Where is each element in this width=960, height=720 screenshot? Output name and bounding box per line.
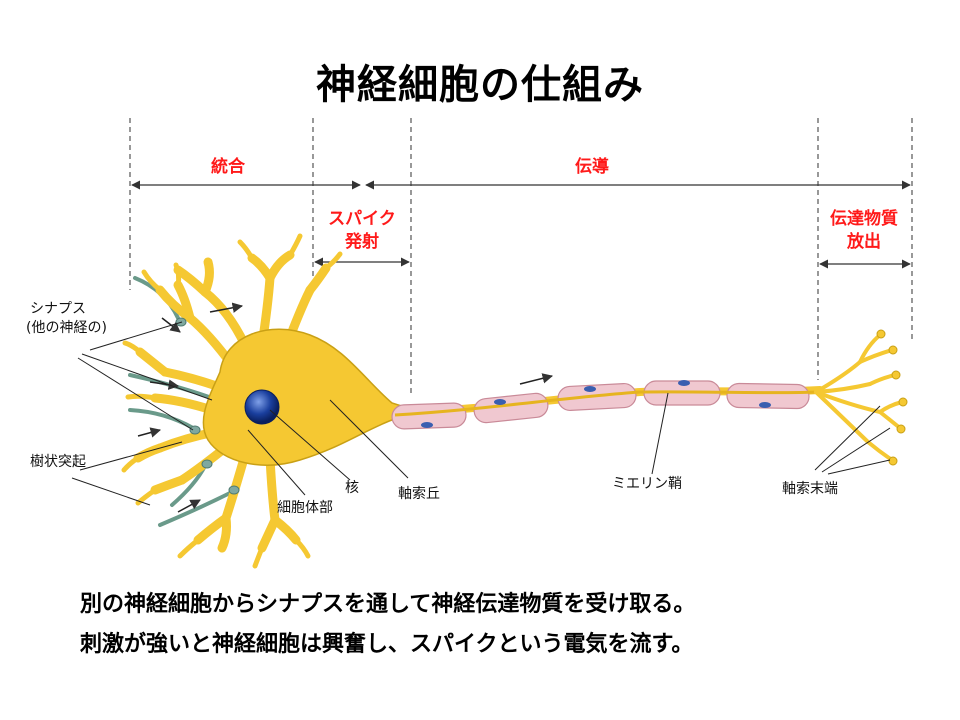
myelin-segment [473, 392, 549, 424]
leader-line [827, 459, 891, 475]
synapse-knob [201, 459, 213, 469]
leader-line [821, 427, 891, 473]
leader-line [79, 441, 183, 471]
phase-label-integration: 統合 [211, 156, 246, 177]
slide-title: 神経細胞の仕組み [316, 62, 644, 108]
terminal-bouton [898, 397, 908, 407]
cell-body [202, 328, 409, 466]
schwann-nucleus [421, 422, 433, 428]
terminal-bouton [888, 456, 898, 466]
terminal-bouton [888, 345, 898, 355]
signal-arrow [149, 379, 180, 390]
terminal-boutons [876, 329, 908, 466]
phase-guides [129, 118, 913, 395]
signal-arrows [137, 302, 554, 513]
schwann-nucleus [494, 399, 506, 405]
leader-lines [71, 321, 891, 506]
terminal-bouton [896, 424, 906, 434]
schwann-nuclei [421, 380, 771, 428]
schwann-nucleus [759, 402, 771, 408]
leader-line [329, 399, 409, 479]
label-axon-hillock: 軸索丘 [398, 485, 440, 502]
label-nucleus: 核 [345, 480, 359, 496]
leader-line [814, 405, 881, 471]
axon-terminals [814, 333, 904, 462]
synapse-knob [189, 425, 201, 435]
label-myelin-sheath: ミエリン鞘 [612, 476, 682, 492]
phase-label-release: 伝達物質 [830, 208, 898, 229]
signal-arrow [209, 302, 244, 313]
leader-line [81, 353, 213, 401]
leader-line [269, 409, 351, 481]
schwann-nucleus [678, 380, 690, 386]
signal-arrow [519, 373, 554, 385]
leader-line [651, 392, 669, 475]
leader-line [77, 357, 194, 431]
label-dendrite: 樹状突起 [30, 454, 86, 470]
myelin-segment [726, 382, 810, 410]
synapse-knob [228, 485, 240, 495]
leader-line [71, 477, 151, 506]
label-synapse: (他の神経の) [26, 320, 107, 336]
label-cell-body: 細胞体部 [277, 500, 333, 516]
schwann-nucleus [584, 386, 596, 392]
terminal-bouton [891, 370, 901, 380]
caption-line-2: 刺激が強いと神経細胞は興奮し、スパイクという電気を流す。 [80, 632, 694, 657]
caption-line-1: 別の神経細胞からシナプスを通して神経伝達物質を受け取る。 [80, 592, 696, 617]
axon-core-visible [394, 390, 819, 417]
label-axon-terminal: 軸索末端 [782, 480, 838, 497]
myelin-segments [391, 380, 810, 430]
phase-label-conduction: 伝導 [575, 156, 609, 177]
leader-line [89, 321, 183, 351]
phase-label-spike: 発射 [344, 231, 379, 252]
signal-arrow [177, 499, 201, 513]
signal-arrow [137, 427, 162, 438]
synapse-fiber [128, 408, 195, 430]
terminal-bouton [876, 329, 886, 339]
nucleus-circle [244, 389, 280, 425]
leader-line [247, 429, 306, 496]
phase-label-release: 放出 [846, 231, 881, 252]
label-synapse: シナプス [30, 301, 86, 317]
phase-label-spike: スパイク [328, 209, 396, 229]
